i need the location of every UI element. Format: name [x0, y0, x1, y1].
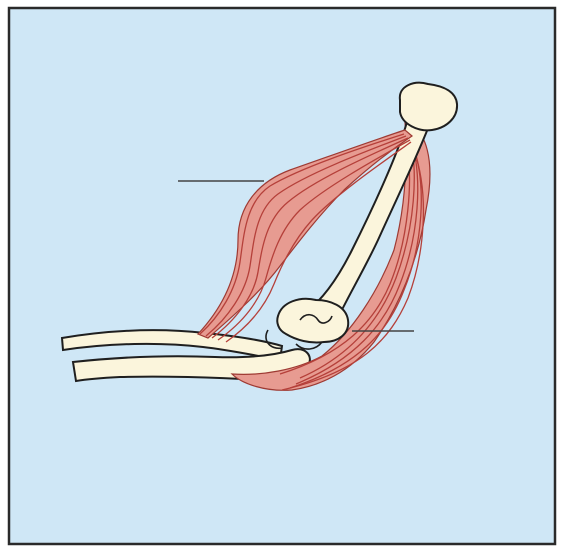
diagram-frame: [9, 8, 555, 544]
humerus-elbow-end: [277, 299, 348, 343]
humerus-head: [400, 83, 457, 131]
